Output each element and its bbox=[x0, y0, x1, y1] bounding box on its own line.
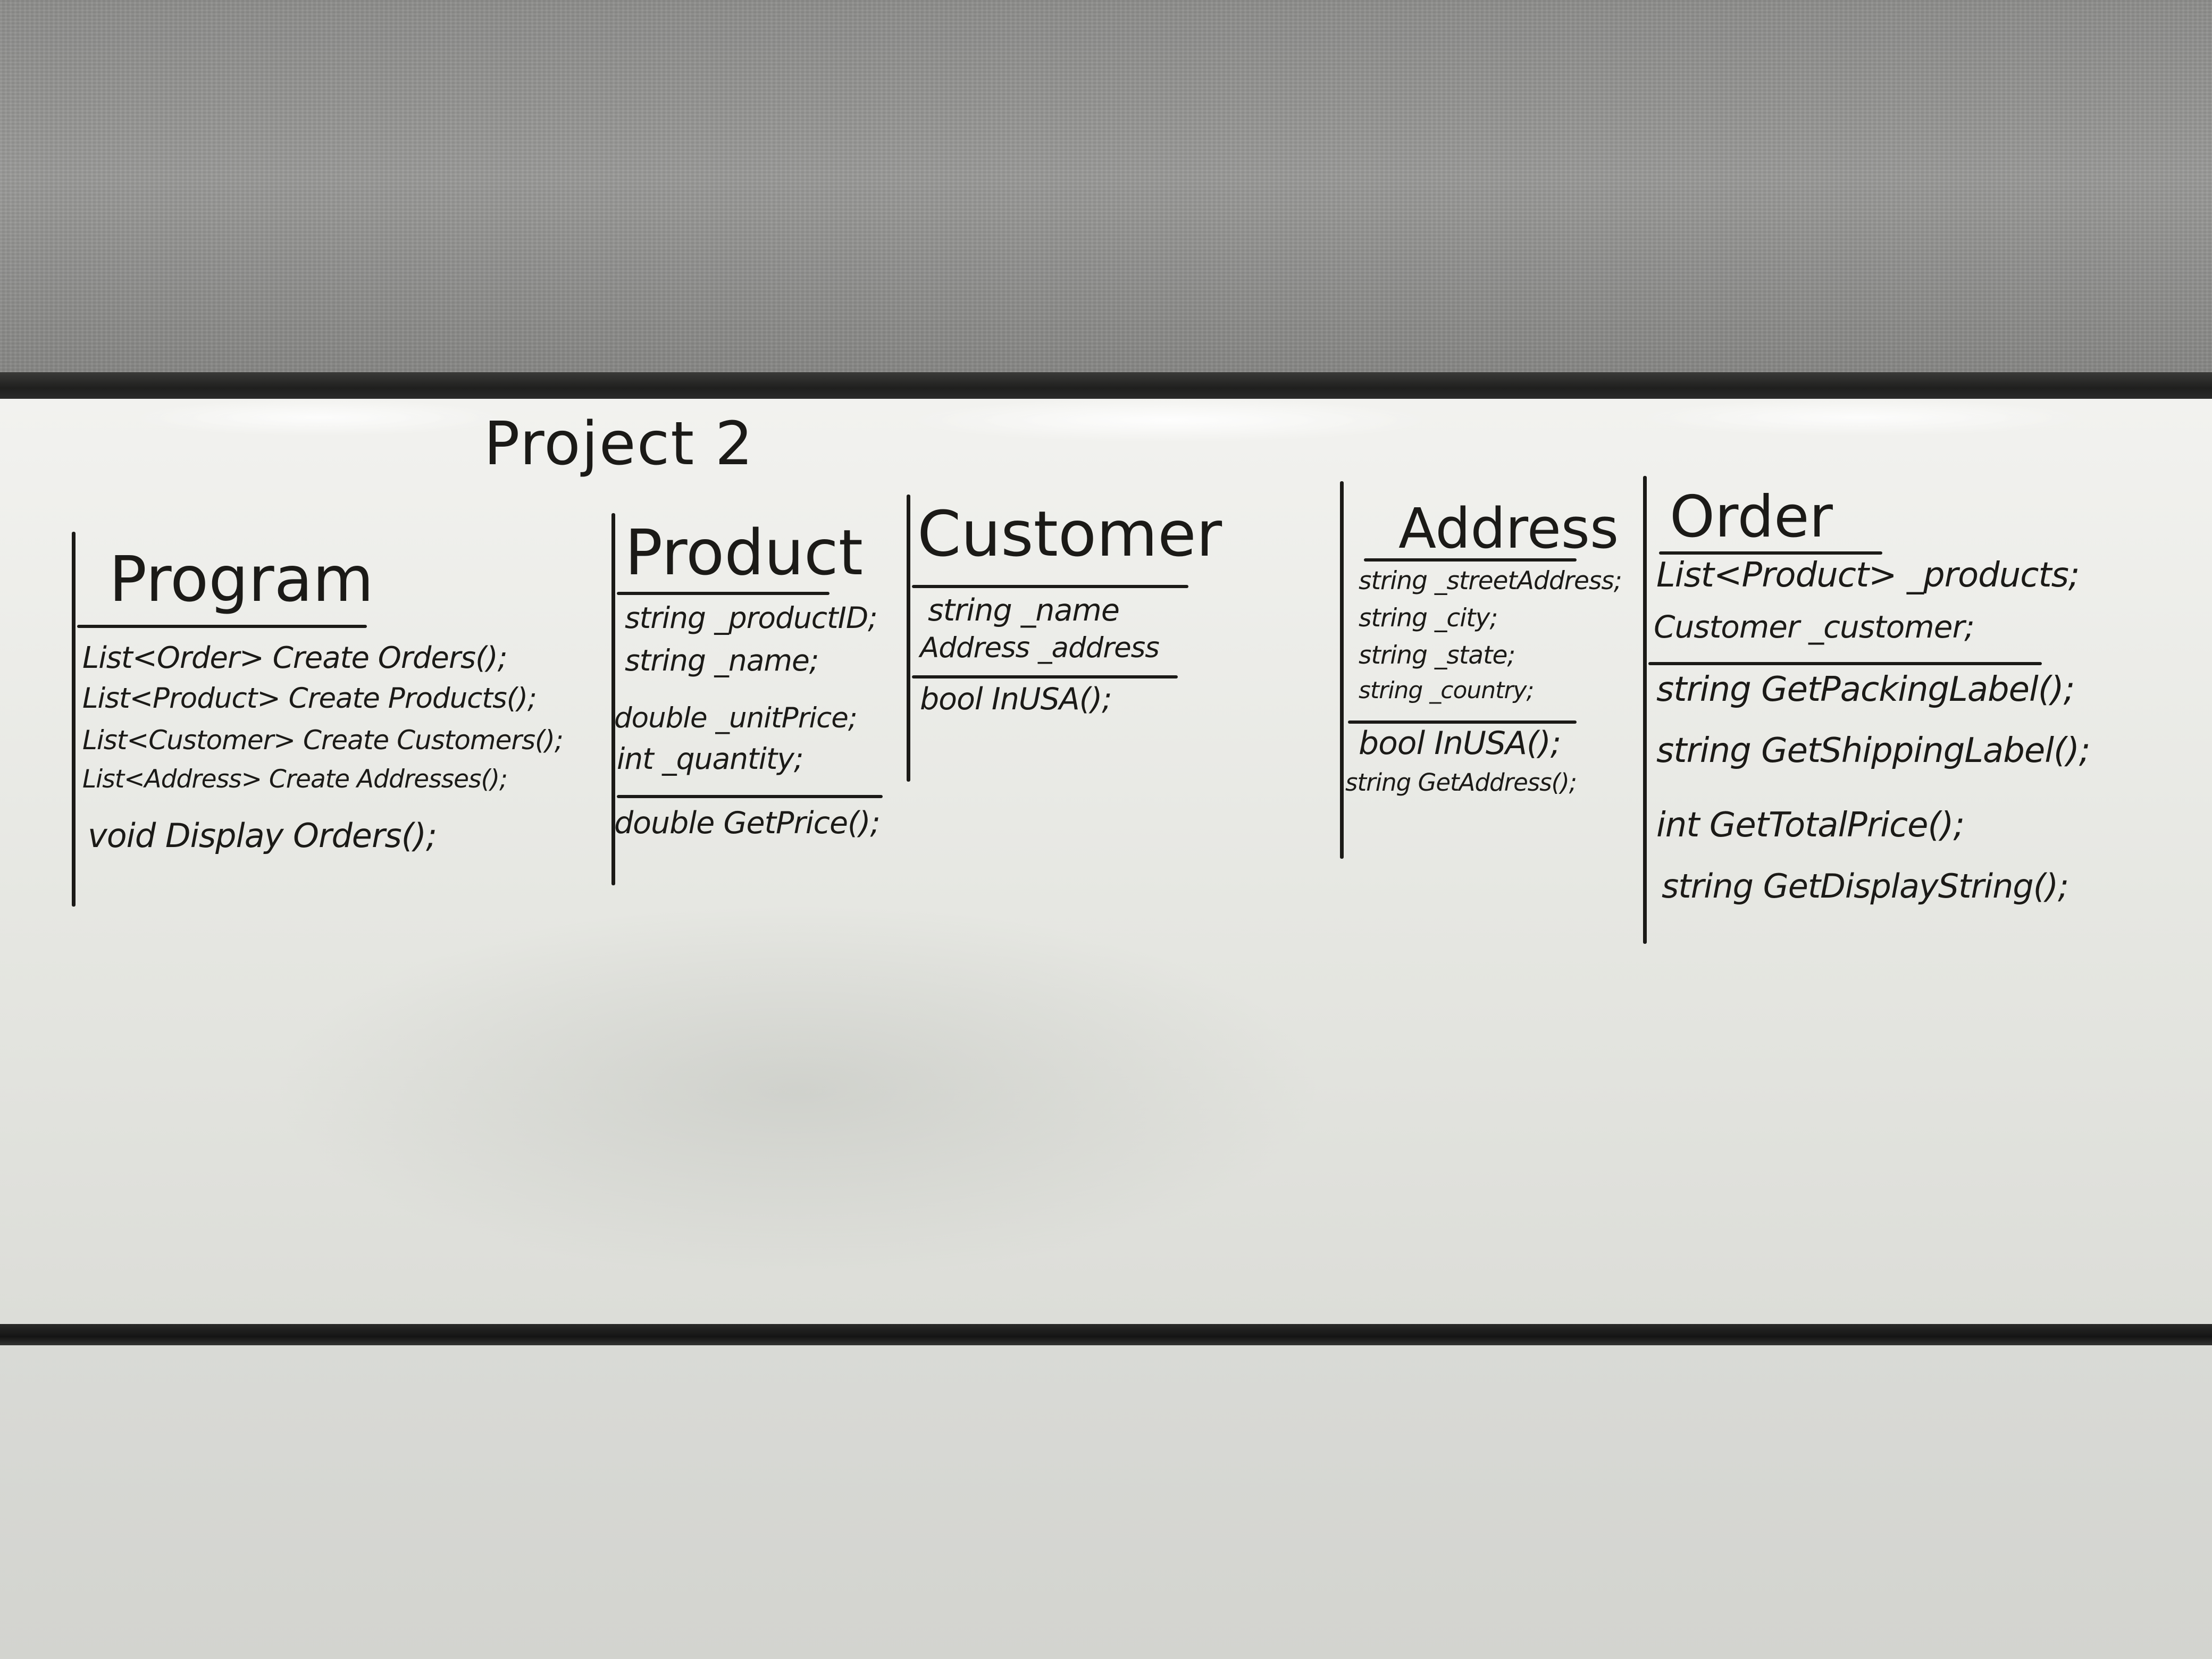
field-row: Customer _customer; bbox=[1654, 609, 1975, 645]
method-row: List<Customer> Create Customers(); bbox=[82, 725, 564, 756]
class-divider-vertical bbox=[1340, 481, 1344, 859]
method-row: List<Product> Create Products(); bbox=[82, 682, 537, 715]
class-divider-vertical bbox=[1643, 476, 1647, 944]
method-row: List<Address> Create Addresses(); bbox=[82, 765, 508, 794]
class-product: Product string _productID; string _name;… bbox=[611, 513, 909, 891]
class-divider-members bbox=[1348, 720, 1577, 724]
class-name: Order bbox=[1670, 484, 1833, 550]
class-program: Program List<Order> Create Orders(); Lis… bbox=[72, 532, 564, 915]
lower-whiteboard-panel bbox=[0, 1345, 2212, 1659]
field-row: string _state; bbox=[1359, 641, 1515, 670]
method-row: bool InUSA(); bbox=[920, 682, 1112, 717]
class-divider-name bbox=[77, 625, 367, 628]
project-title: Project 2 bbox=[484, 409, 755, 479]
class-name: Address bbox=[1398, 496, 1619, 561]
class-divider-vertical bbox=[72, 532, 76, 907]
field-row: string _city; bbox=[1359, 604, 1498, 633]
field-row: string _name; bbox=[625, 643, 819, 677]
class-divider-vertical bbox=[611, 513, 615, 885]
wall-background bbox=[0, 0, 2212, 391]
class-divider-vertical bbox=[907, 495, 910, 782]
class-order: Order List<Product> _products; Customer … bbox=[1643, 476, 2201, 944]
class-address: Address string _streetAddress; string _c… bbox=[1340, 481, 1638, 861]
field-row: int _quantity; bbox=[617, 742, 804, 776]
method-row: void Display Orders(); bbox=[88, 816, 437, 855]
method-row: bool InUSA(); bbox=[1359, 725, 1561, 762]
method-row: string GetAddress(); bbox=[1345, 768, 1577, 797]
class-divider-members bbox=[912, 675, 1178, 678]
method-row: int GetTotalPrice(); bbox=[1656, 806, 1965, 845]
field-row: Address _address bbox=[920, 632, 1160, 664]
method-row: string GetDisplayString(); bbox=[1662, 867, 2069, 906]
class-name: Customer bbox=[917, 497, 1222, 571]
field-row: string _country; bbox=[1359, 677, 1534, 704]
field-row: string _name bbox=[928, 593, 1120, 628]
class-name: Product bbox=[625, 516, 864, 589]
whiteboard-divider-frame bbox=[0, 1324, 2212, 1345]
class-divider-members bbox=[1648, 662, 2042, 665]
class-divider-name bbox=[1659, 551, 1882, 555]
class-divider-name bbox=[912, 585, 1188, 588]
method-row: double GetPrice(); bbox=[614, 806, 881, 841]
class-divider-members bbox=[617, 795, 883, 798]
class-name: Program bbox=[109, 542, 374, 616]
field-row: List<Product> _products; bbox=[1656, 556, 2080, 595]
field-row: string _productID; bbox=[625, 601, 878, 635]
class-divider-name bbox=[1364, 558, 1577, 562]
field-row: double _unitPrice; bbox=[614, 702, 858, 734]
class-divider-name bbox=[617, 592, 830, 595]
class-customer: Customer string _name Address _address b… bbox=[907, 495, 1222, 782]
field-row: string _streetAddress; bbox=[1359, 566, 1622, 596]
method-row: List<Order> Create Orders(); bbox=[82, 641, 508, 675]
whiteboard-top-frame bbox=[0, 372, 2212, 399]
method-row: string GetPackingLabel(); bbox=[1656, 670, 2075, 709]
method-row: string GetShippingLabel(); bbox=[1656, 731, 2090, 770]
